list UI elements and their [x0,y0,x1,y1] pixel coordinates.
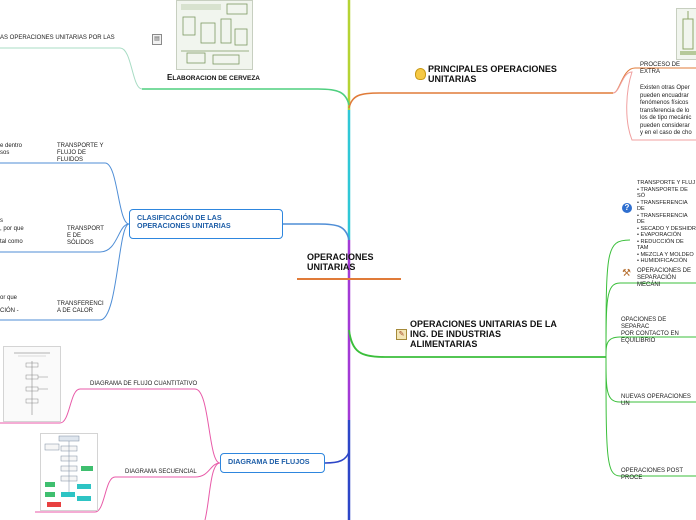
flow-sequence-drawing [44,435,93,507]
branch-industrias [348,329,606,358]
node-existen-otras[interactable]: Existen otras Oper pueden encuadrar fenó… [640,85,692,136]
beer-process-drawing [181,3,249,65]
note-icon: ✎ [396,329,407,340]
node-separacion-mecanica[interactable]: OPERACIONES DE SEPARACIÓN MECÁNI [637,268,692,288]
branch-transferencia-calor [0,223,130,321]
bulb-icon [415,68,426,80]
node-flujo-cuantitativo[interactable]: DIAGRAMA DE FLUJO CUANTITATIVO [90,381,198,387]
topic-industrias[interactable]: OPERACIONES UNITARIAS DE LA ING. DE INDU… [410,319,557,349]
flow-sequence-image[interactable] [40,433,98,511]
node-post-proceso[interactable]: OPERACIONES POST PROCE [621,468,683,481]
topic-clasificacion[interactable]: CLASIFICACIÓN DE LAS OPERACIONES UNITARI… [129,209,283,239]
flow-quant-drawing [14,352,50,415]
beer-process-image[interactable] [176,0,253,70]
node-nuevas-operaciones[interactable]: NUEVAS OPERACIONES UN [621,394,691,407]
flow-quant-image[interactable] [3,346,61,422]
topic-diagrama-flujos-label: DIAGRAMA DE FLUJOS [228,457,310,466]
node-proceso-extraccion[interactable]: PROCESO DE EXTRA [640,62,681,75]
branch-secuencial [35,462,221,513]
node-separacion-contacto[interactable]: OPACIONES DE SEPARAC POR CONTACTO EN EQU… [621,317,679,344]
hammer-icon: ⚒ [622,268,631,279]
clipboard-icon: ▤ [152,34,162,45]
question-icon: ? [622,203,632,213]
central-underline [297,278,401,280]
branch-beer [142,88,350,106]
topic-clasificacion-label: CLASIFICACIÓN DE LAS OPERACIONES UNITARI… [137,213,231,230]
beer-caption[interactable]: ELABORACION DE CERVEZA [167,73,260,82]
branch-top-label [0,47,143,90]
fragment-2: s [0,218,3,224]
topic-principales[interactable]: PRINCIPALES OPERACIONES UNITARIAS [428,64,557,84]
node-transferencia-calor[interactable]: TRANSFERENCI A DE CALOR [57,301,104,314]
fragment-1: e dentro sos [0,143,23,156]
extraction-image[interactable] [676,8,696,60]
node-diagrama-secuencial[interactable]: DIAGRAMA SECUENCIAL [125,469,197,475]
fragment-3: , por que [0,226,24,232]
branch-cuantitativo [0,388,221,464]
branch-existen [612,71,696,141]
branch-principales [348,92,613,109]
beer-caption-initial: E [167,73,173,82]
branch-transporte-solidos [0,223,130,253]
fragment-4: tal como [0,239,23,245]
branch-sep-mec [605,282,696,358]
fragment-5: or que [0,295,18,301]
fragment-6: CIÓN - [0,308,19,314]
beer-caption-rest: LABORACION DE CERVEZA [172,75,260,82]
branch-clasificacion [283,223,350,241]
branch-sep-cont [605,336,696,358]
node-transporte-solidos[interactable]: TRANSPORT E DE SÓLIDOS [67,226,104,246]
branch-post [605,356,696,477]
branch-flujos [324,451,350,464]
node-transporte-flujo[interactable]: TRANSPORTE Y FLUJO DE FLUIDOS [57,143,104,163]
topic-diagrama-flujos[interactable]: DIAGRAMA DE FLUJOS [220,453,325,473]
extraction-drawing [680,11,696,55]
node-top-label[interactable]: AS OPERACIONES UNITARIAS POR LAS [0,35,115,41]
branch-flujos-lower [204,462,221,520]
node-operaciones-lista[interactable]: TRANSPORTE Y FLUJ • TRANSPORTE DE SÓ • T… [637,180,696,264]
branch-transporte-flujo [0,162,130,225]
central-topic[interactable]: OPERACIONES UNITARIAS [307,252,374,272]
